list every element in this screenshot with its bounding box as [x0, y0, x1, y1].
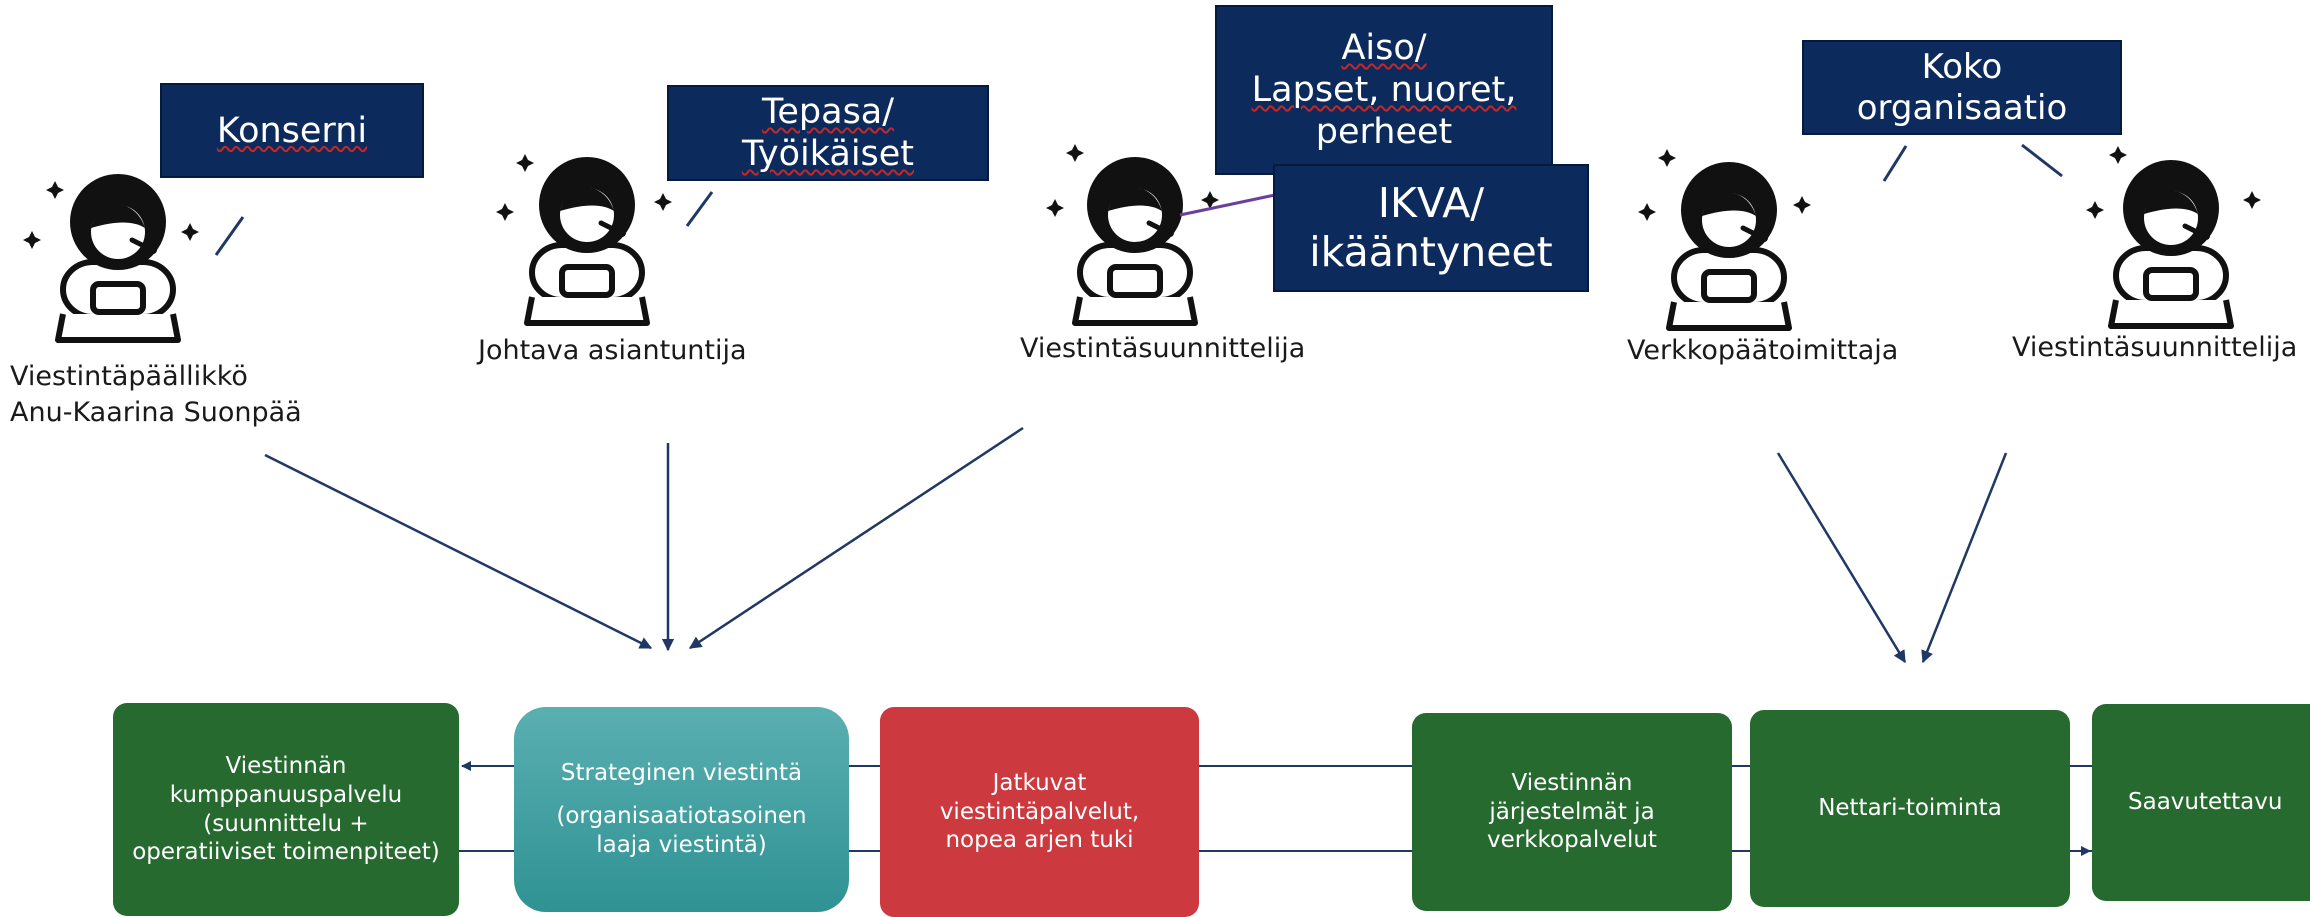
person-title: Verkkopäätoimittaja: [1627, 335, 1899, 366]
sparkle-icon: [1793, 196, 1811, 214]
callout-line: ikääntyneet: [1309, 228, 1553, 276]
sparkle-icon: [181, 223, 199, 241]
box-line: viestintäpalvelut,: [939, 798, 1140, 825]
sparkle-icon: [654, 193, 672, 211]
box-line: Viestinnän: [1511, 769, 1633, 796]
sparkle-icon: [1066, 144, 1084, 162]
callout-connector: [1179, 193, 1276, 217]
box-jarjestelmat-verkkopalvelut: Viestinnän järjestelmät ja verkkopalvelu…: [1412, 713, 1732, 911]
flow-arrow: [688, 426, 1024, 650]
callout-connector: [2021, 143, 2063, 178]
box-line: kumppanuuspalvelu: [169, 781, 403, 808]
person-label-viestintapaallikko: Viestintäpäällikkö Anu-Kaarina Suonpää: [10, 359, 302, 432]
box-jatkuvat-viestintapalvelut: Jatkuvat viestintäpalvelut, nopea arjen …: [880, 707, 1199, 917]
callout-line: IKVA/: [1377, 178, 1485, 227]
box-kumppanuuspalvelu: Viestinnän kumppanuuspalvelu (suunnittel…: [113, 703, 459, 916]
callout-line: Tepasa/: [761, 92, 895, 132]
person-title: Viestintäsuunnittelija: [2012, 332, 2298, 363]
box-line: operatiiviset toimenpiteet): [132, 839, 440, 866]
flow-arrow: [264, 453, 653, 650]
person-title: Viestintäpäällikkö: [10, 361, 248, 392]
box-line: Jatkuvat: [992, 769, 1087, 796]
sparkle-icon: [2086, 201, 2104, 219]
astronaut-icon: [58, 174, 178, 340]
sparkle-icon: [46, 181, 64, 199]
sparkle-icon: [2109, 146, 2127, 164]
callout-connector: [1882, 145, 1908, 182]
callout-line: Työikäiset: [741, 134, 915, 174]
box-line: laaja viestintä): [596, 831, 767, 858]
callout-line: organisaatio: [1856, 87, 2068, 128]
astronaut-icon: [1669, 162, 1789, 328]
flow-arrow: [1921, 452, 2008, 664]
person-label-johtava-asiantuntija: Johtava asiantuntija: [478, 333, 747, 369]
callout-line: perheet: [1315, 112, 1453, 152]
callout-connector: [214, 216, 245, 256]
sparkle-icon: [23, 231, 41, 249]
callout-line: Konserni: [216, 110, 368, 151]
callout-connector: [685, 191, 714, 227]
box-line: (organisaatiotasoinen: [556, 803, 807, 830]
person-title: Johtava asiantuntija: [478, 335, 747, 366]
flow-arrow: [1776, 452, 1907, 664]
sparkle-icon: [2243, 191, 2261, 209]
sparkle-icon: [516, 154, 534, 172]
box-line: Viestinnän: [225, 753, 347, 779]
box-line: (suunnittelu +: [203, 810, 369, 837]
callout-tepasa: Tepasa/ Työikäiset: [667, 85, 989, 181]
callout-line: Aiso/: [1341, 28, 1427, 68]
box-line: verkkopalvelut: [1487, 827, 1657, 854]
person-label-verkkopaatoimittaja: Verkkopäätoimittaja: [1627, 333, 1898, 369]
sparkle-icon: [1658, 149, 1676, 167]
astronaut-icon: [2111, 160, 2231, 326]
callout-ikva: IKVA/ ikääntyneet: [1273, 164, 1589, 292]
callout-konserni: Konserni: [160, 83, 424, 178]
box-line: Saavutettavu: [2128, 789, 2283, 816]
sparkle-icon: [1046, 199, 1064, 217]
box-line: nopea arjen tuki: [945, 827, 1134, 854]
astronaut-icon: [1075, 157, 1195, 323]
box-title: Strateginen viestintä: [560, 760, 803, 787]
callout-koko: Koko organisaatio: [1802, 40, 2122, 135]
sparkle-icon: [496, 203, 514, 221]
box-line: järjestelmät ja: [1489, 798, 1655, 825]
person-label-viestintasuunnittelija-2: Viestintäsuunnittelija: [2012, 330, 2297, 366]
box-strateginen-viestinta: Strateginen viestintä (organisaatiotasoi…: [514, 707, 849, 912]
person-title: Viestintäsuunnittelija: [1020, 333, 1306, 364]
person-name: Anu-Kaarina Suonpää: [10, 397, 302, 429]
box-nettari-toiminta: Nettari-toiminta: [1750, 710, 2070, 907]
box-line: Nettari-toiminta: [1818, 795, 2002, 822]
callout-line: Koko: [1921, 46, 2003, 87]
callout-line: Lapset, nuoret,: [1251, 70, 1517, 110]
person-label-viestintasuunnittelija-1: Viestintäsuunnittelija: [1020, 331, 1305, 367]
astronaut-icon: [527, 157, 647, 323]
callout-aiso: Aiso/ Lapset, nuoret, perheet: [1215, 5, 1553, 175]
sparkle-icon: [1638, 203, 1656, 221]
box-saavutettavuus: Saavutettavu: [2092, 704, 2310, 901]
